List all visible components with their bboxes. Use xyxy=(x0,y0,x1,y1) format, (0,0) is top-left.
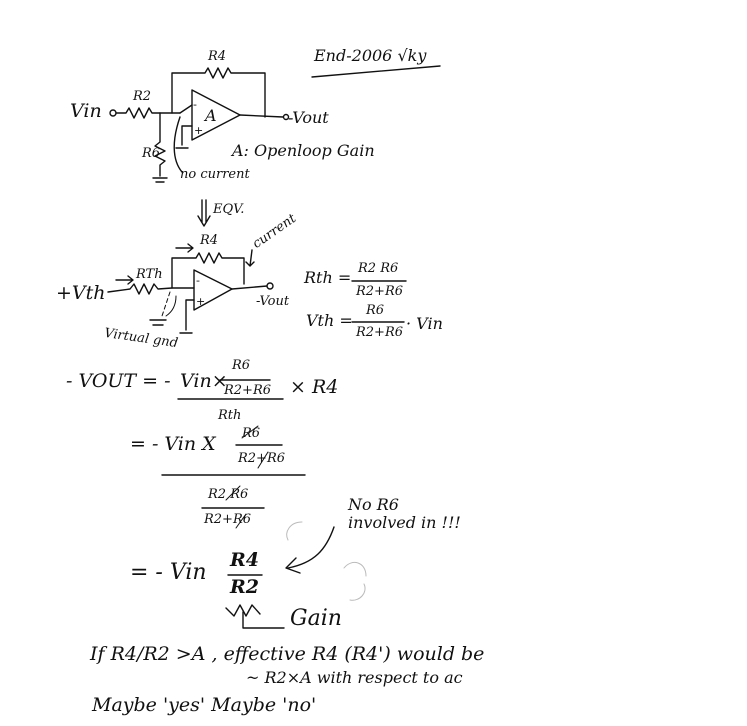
c1-r6-label: R6 xyxy=(142,146,161,161)
circuit2-signs: - + xyxy=(196,274,205,308)
eqv-label: EQV. xyxy=(213,202,245,217)
date-underline xyxy=(311,65,441,78)
eqv-arrow xyxy=(197,199,211,227)
svg-text:+: + xyxy=(196,295,205,308)
date-tag: End-2006 √ky xyxy=(314,46,427,65)
step3-num: R4 xyxy=(230,549,260,571)
circuit2-wires xyxy=(107,243,274,334)
rth-lhs: Rth = xyxy=(304,268,352,287)
step2-prefix: = - Vin X xyxy=(130,433,216,455)
step3-den: R2 xyxy=(230,576,260,598)
c2-vth-label: +Vth xyxy=(56,282,106,304)
c1-no-current: no current xyxy=(180,167,250,182)
footer-line1: If R4/R2 >A , effective R4 (R4') would b… xyxy=(90,643,485,665)
vth-tail: · Vin xyxy=(406,314,443,333)
deriv-vin-x: Vin× xyxy=(180,370,228,392)
c1-amp-label: A xyxy=(205,106,217,125)
deriv-lhs: - VOUT = - xyxy=(66,370,171,392)
note-arrow xyxy=(287,526,335,569)
rth-den: R2+R6 xyxy=(356,284,404,299)
c2-rth-label: RTh xyxy=(136,267,163,282)
footer-line3: Maybe 'yes' Maybe 'no' xyxy=(92,694,317,716)
note-no-r6: No R6 xyxy=(348,495,399,514)
rth-num: R2 R6 xyxy=(358,261,399,276)
svg-text:+: + xyxy=(194,124,203,137)
gain-label: Gain xyxy=(290,606,342,631)
vth-lhs: Vth = xyxy=(306,311,353,330)
step2-big-num: R2 R6 xyxy=(208,487,249,502)
deriv-times-r4: × R4 xyxy=(290,376,339,398)
c1-vout-label: -Vout xyxy=(288,108,329,127)
step2-big-den: R2+R6 xyxy=(204,512,252,527)
c1-gain-note: A: Openloop Gain xyxy=(232,141,375,160)
circuit1-wires xyxy=(109,67,290,183)
footer-line2: ~ R2×A with respect to ac xyxy=(246,668,463,687)
note-involved: involved in !!! xyxy=(348,513,461,532)
vth-den: R2+R6 xyxy=(356,325,404,340)
gain-squiggle xyxy=(225,604,261,617)
c1-r2-label: R2 xyxy=(133,89,152,104)
deriv-rth: Rth xyxy=(218,408,242,423)
c2-r4-label: R4 xyxy=(200,233,219,248)
svg-text:-: - xyxy=(196,274,200,287)
vth-num: R6 xyxy=(366,303,385,318)
deriv-frac-den: R2+R6 xyxy=(224,383,272,398)
step2-num: R6 xyxy=(242,426,261,441)
circuit1-signs: - + xyxy=(193,98,203,137)
c2-vout-label: -Vout xyxy=(256,294,290,309)
c1-r4-label: R4 xyxy=(208,49,227,64)
deriv-frac-num: R6 xyxy=(232,358,251,373)
c1-vin-label: Vin xyxy=(70,100,102,122)
svg-text:-: - xyxy=(193,98,197,111)
step2-den: R2+R6 xyxy=(238,451,286,466)
step3-prefix: = - Vin xyxy=(130,560,207,585)
